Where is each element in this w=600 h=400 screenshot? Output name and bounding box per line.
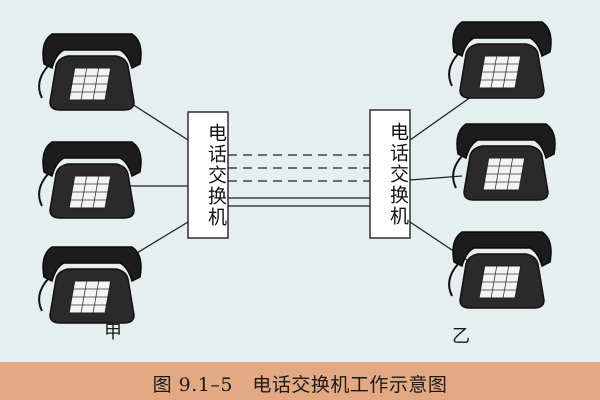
- caption-band: [0, 362, 600, 400]
- phone-icon: [448, 21, 552, 99]
- switch-right-label: 电话交换机: [387, 121, 409, 227]
- phone-icon: [38, 33, 142, 111]
- switch-right-box: [369, 109, 411, 239]
- label-right: 乙: [452, 326, 470, 347]
- trunk-lines-solid: [228, 197, 370, 207]
- label-left: 甲: [104, 322, 122, 343]
- phone-icon: [452, 123, 556, 201]
- switch-left-box: [187, 111, 229, 239]
- phone-icon: [448, 231, 552, 309]
- switch-left-label: 电话交换机: [205, 122, 227, 228]
- phone-icon: [38, 141, 142, 219]
- phone-icon: [38, 246, 142, 324]
- trunk-lines-dashed: [228, 154, 370, 182]
- figure-caption: 图 9.1–5 电话交换机工作示意图: [152, 374, 448, 396]
